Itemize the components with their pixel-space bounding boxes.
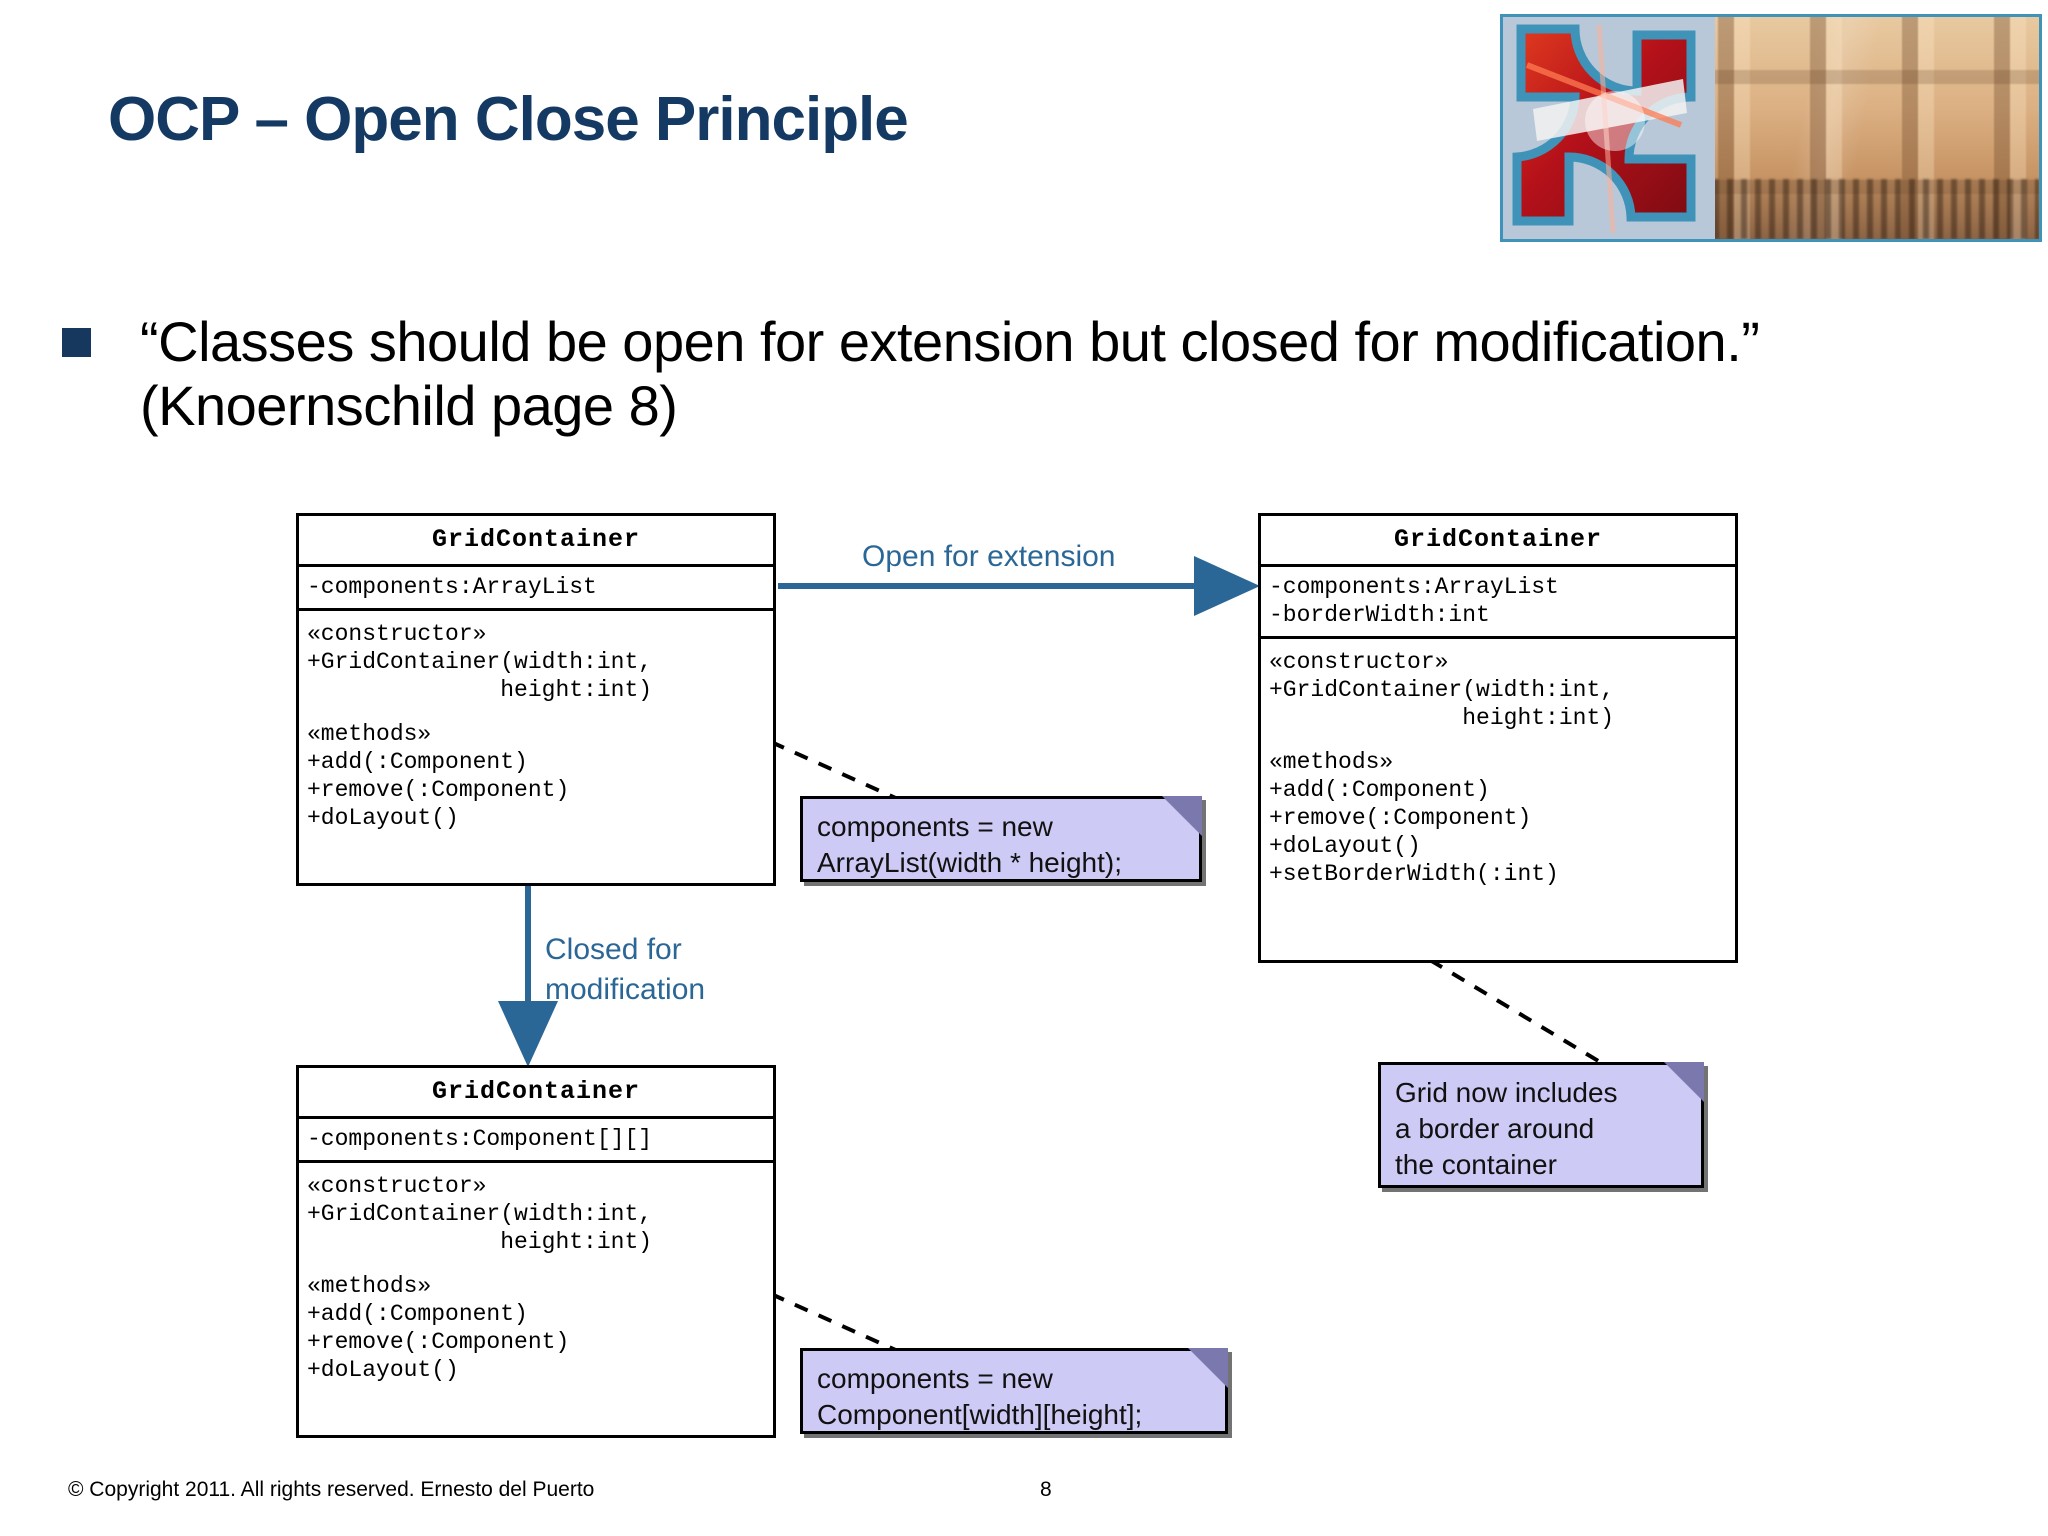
operation-line: height:int) [1269, 705, 1615, 732]
operation-spacer [307, 704, 773, 720]
operation-line: +remove(:Component) [307, 777, 570, 804]
operation-line: «methods» [1269, 749, 1394, 776]
operation-line: +setBorderWidth(:int) [1269, 861, 1559, 888]
note-line: a border around [1395, 1112, 1595, 1144]
university-logo-icon [1512, 24, 1696, 234]
operation-line: +add(:Component) [307, 749, 528, 776]
operation-line: «constructor» [307, 1173, 487, 1200]
operation-line: +remove(:Component) [1269, 805, 1532, 832]
operation-line: «constructor» [307, 621, 487, 648]
operation-line: height:int) [307, 677, 653, 704]
page-number: 8 [1040, 1478, 1052, 1501]
operation-line: +GridContainer(width:int, [1269, 677, 1615, 704]
page-title: OCP – Open Close Principle [108, 85, 909, 154]
class-name: GridContainer [299, 1068, 773, 1119]
note-line: ArrayList(width * height); [817, 846, 1123, 878]
operation-line: +add(:Component) [1269, 777, 1490, 804]
arrow-label-closed-for-modification-line2: modification [545, 973, 706, 1006]
operation-line: +GridContainer(width:int, [307, 1201, 653, 1228]
operation-line: +doLayout() [307, 1357, 459, 1384]
class-operations: «constructor» +GridContainer(width:int, … [299, 1163, 773, 1394]
uml-note-border: Grid now includes a border around the co… [1378, 1062, 1704, 1188]
class-attributes: -components:ArrayList [299, 567, 773, 612]
bullet-item-text: “Classes should be open for extension bu… [140, 310, 1760, 437]
class-name: GridContainer [1261, 516, 1735, 567]
note-line: components = new [817, 1363, 1053, 1394]
operation-line: «constructor» [1269, 649, 1449, 676]
class-attributes: -components:ArrayList -borderWidth:int [1261, 567, 1735, 640]
uml-class-modified: GridContainer -components:Component[][] … [296, 1065, 776, 1438]
uml-note-component-array: components = new Component[width][height… [800, 1348, 1228, 1434]
attribute-line: -components:ArrayList [307, 574, 597, 600]
class-operations: «constructor» +GridContainer(width:int, … [1261, 639, 1735, 898]
operation-line: +GridContainer(width:int, [307, 649, 653, 676]
note-line: the container [1395, 1148, 1557, 1180]
operation-spacer [307, 1256, 773, 1272]
bullet-list: “Classes should be open for extension bu… [62, 310, 1862, 438]
operation-line: «methods» [307, 721, 432, 748]
operation-line: +doLayout() [307, 805, 459, 832]
arrow-label-closed-for-modification-line1: Closed for [545, 933, 682, 966]
attribute-line: -components:Component[][] [307, 1126, 653, 1152]
header-banner-image [1500, 14, 2042, 242]
operation-line: height:int) [307, 1229, 653, 1256]
operation-line: +doLayout() [1269, 833, 1421, 860]
note-line: Component[width][height]; [817, 1398, 1143, 1430]
class-operations: «constructor» +GridContainer(width:int, … [299, 611, 773, 842]
note-anchor-border [1428, 958, 1602, 1064]
uml-class-original: GridContainer -components:ArrayList «con… [296, 513, 776, 886]
arrow-label-open-for-extension: Open for extension [862, 540, 1116, 573]
attribute-line: -components:ArrayList [1269, 574, 1559, 600]
uml-note-arraylist: components = new ArrayList(width * heigh… [800, 796, 1202, 882]
class-name: GridContainer [299, 516, 773, 567]
operation-line: +add(:Component) [307, 1301, 528, 1328]
attribute-line: -borderWidth:int [1269, 602, 1490, 629]
note-line: components = new [817, 811, 1053, 842]
operation-line: +remove(:Component) [307, 1329, 570, 1356]
operation-spacer [1269, 732, 1735, 748]
footer-copyright: © Copyright 2011. All rights reserved. E… [68, 1478, 595, 1501]
uml-class-extended: GridContainer -components:ArrayList -bor… [1258, 513, 1738, 963]
class-attributes: -components:Component[][] [299, 1119, 773, 1164]
note-line: Grid now includes [1395, 1077, 1618, 1108]
bullet-square-icon [62, 328, 91, 357]
operation-line: «methods» [307, 1273, 432, 1300]
